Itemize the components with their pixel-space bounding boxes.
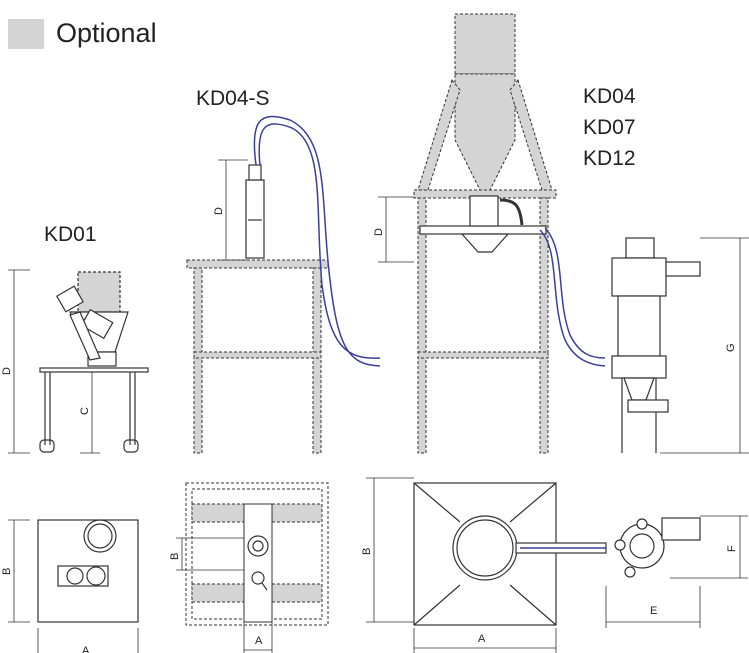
model-label-kd04: KD04 <box>583 85 636 108</box>
kd01-dim-d: D <box>1 367 13 375</box>
vacuum-dim-f: F <box>726 545 738 552</box>
kd04s-stand <box>186 259 329 454</box>
legend: Optional <box>8 18 157 49</box>
model-label-kd04s: KD04-S <box>196 87 270 110</box>
kd04-dim-b: B <box>361 548 373 555</box>
kd04s-plan-dims <box>176 537 273 653</box>
kd04-receiver <box>419 195 547 253</box>
kd04-stand <box>413 189 557 454</box>
kd04s-dim-lines <box>218 159 248 261</box>
vacuum-unit-side <box>611 237 701 453</box>
kd04s-plan-pump <box>247 535 269 591</box>
optional-swatch <box>8 18 44 49</box>
kd04s-dim-b: B <box>169 553 181 560</box>
kd01-dim-a: A <box>82 645 90 653</box>
kd04s-hose-inner <box>258 123 381 359</box>
vacuum-dim-e: E <box>650 605 657 617</box>
kd04-optional-hopper <box>417 13 553 191</box>
kd01-side-view <box>39 271 149 453</box>
kd04s-dim-d: D <box>213 207 225 215</box>
kd04-hose-inner <box>544 227 606 359</box>
model-label-kd12: KD12 <box>583 147 636 170</box>
kd04s-hose-outer <box>253 115 381 367</box>
kd01-dim-b: B <box>1 568 13 575</box>
kd01-dim-c: C <box>79 407 91 415</box>
kd04-dim-a: A <box>478 633 486 645</box>
vacuum-dim-lines <box>660 237 749 454</box>
model-label-kd01: KD01 <box>44 223 97 246</box>
kd04s-dim-a: A <box>255 635 263 647</box>
kd04-dim-lines <box>378 196 414 263</box>
vacuum-plan-dims <box>605 515 748 628</box>
kd04s-pump <box>245 164 265 259</box>
kd01-plan-dims <box>8 519 139 653</box>
kd04-plan-view <box>413 482 607 626</box>
kd04-dim-d: D <box>373 228 385 236</box>
vacuum-dim-g: G <box>725 343 737 352</box>
kd04s-plan-view <box>185 482 329 626</box>
kd01-dim-lines <box>8 269 100 454</box>
legend-label: Optional <box>56 18 157 48</box>
kd04-hose-outer <box>539 229 606 367</box>
model-label-kd07: KD07 <box>583 116 636 139</box>
kd01-plan-view <box>37 519 139 623</box>
kd04-plan-dims <box>366 477 557 653</box>
vacuum-unit-plan <box>614 517 701 578</box>
